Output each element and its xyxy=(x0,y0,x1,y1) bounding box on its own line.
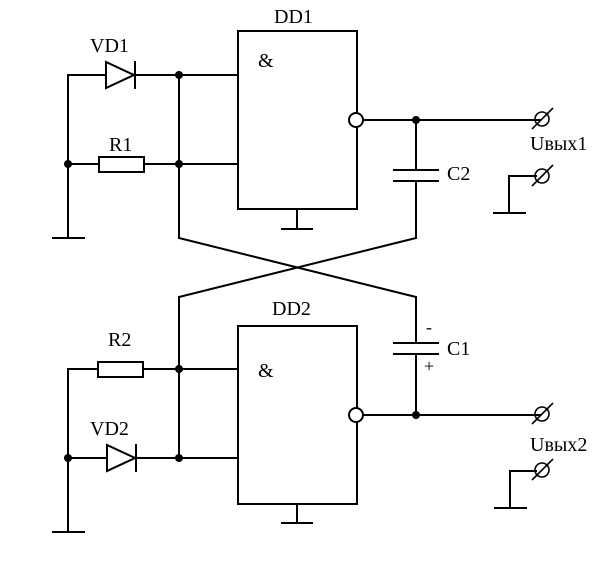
out2-label: Uвых2 xyxy=(530,434,587,456)
gate-dd2 xyxy=(237,325,358,505)
junction-dot xyxy=(175,160,183,168)
capacitor-c2-label: C2 xyxy=(447,163,470,185)
diode-vd1-label: VD1 xyxy=(90,35,129,57)
out2-terminal xyxy=(534,406,550,422)
dd1-output-bubble xyxy=(348,112,364,128)
junction-dots xyxy=(64,71,420,462)
resistor-r1 xyxy=(98,156,145,173)
resistor-r1-label: R1 xyxy=(109,134,132,156)
resistor-r2-label: R2 xyxy=(108,329,131,351)
dd2-output-bubble xyxy=(348,407,364,423)
junction-dot xyxy=(412,116,420,124)
out1-terminal xyxy=(534,111,550,127)
out1-ground-slash xyxy=(531,164,554,187)
capacitor-c1-label: C1 xyxy=(447,338,470,360)
resistor-r2 xyxy=(97,361,144,378)
junction-dot xyxy=(64,160,72,168)
capacitor-c1-minus: - xyxy=(426,317,432,337)
out2-terminal-slash xyxy=(531,402,554,425)
gate-dd2-symbol: & xyxy=(258,360,274,382)
gate-dd2-label: DD2 xyxy=(272,298,311,320)
cross-coupling xyxy=(177,236,418,299)
cross-wire-b xyxy=(177,236,418,299)
out1-terminal-slash xyxy=(531,107,554,130)
out1-label: Uвых1 xyxy=(530,133,587,155)
junction-dot xyxy=(175,454,183,462)
dd1-section: DD1 & VD1 R1 C2 Uвых1 xyxy=(52,6,587,239)
gate-dd1-symbol: & xyxy=(258,50,274,72)
junction-dot xyxy=(175,71,183,79)
junction-dot xyxy=(412,411,420,419)
dd2-section: DD2 & R2 VD2 C1 - + Uвых2 xyxy=(52,296,587,533)
out2-ground-slash xyxy=(531,458,554,481)
diode-vd2-label: VD2 xyxy=(90,418,129,440)
capacitor-c1-plus: + xyxy=(424,356,434,376)
gate-dd1 xyxy=(237,30,358,210)
diode-vd1 xyxy=(105,60,137,90)
junction-dot xyxy=(175,365,183,373)
junction-dot xyxy=(64,454,72,462)
gate-dd1-label: DD1 xyxy=(274,6,313,28)
diode-vd2 xyxy=(106,443,138,473)
